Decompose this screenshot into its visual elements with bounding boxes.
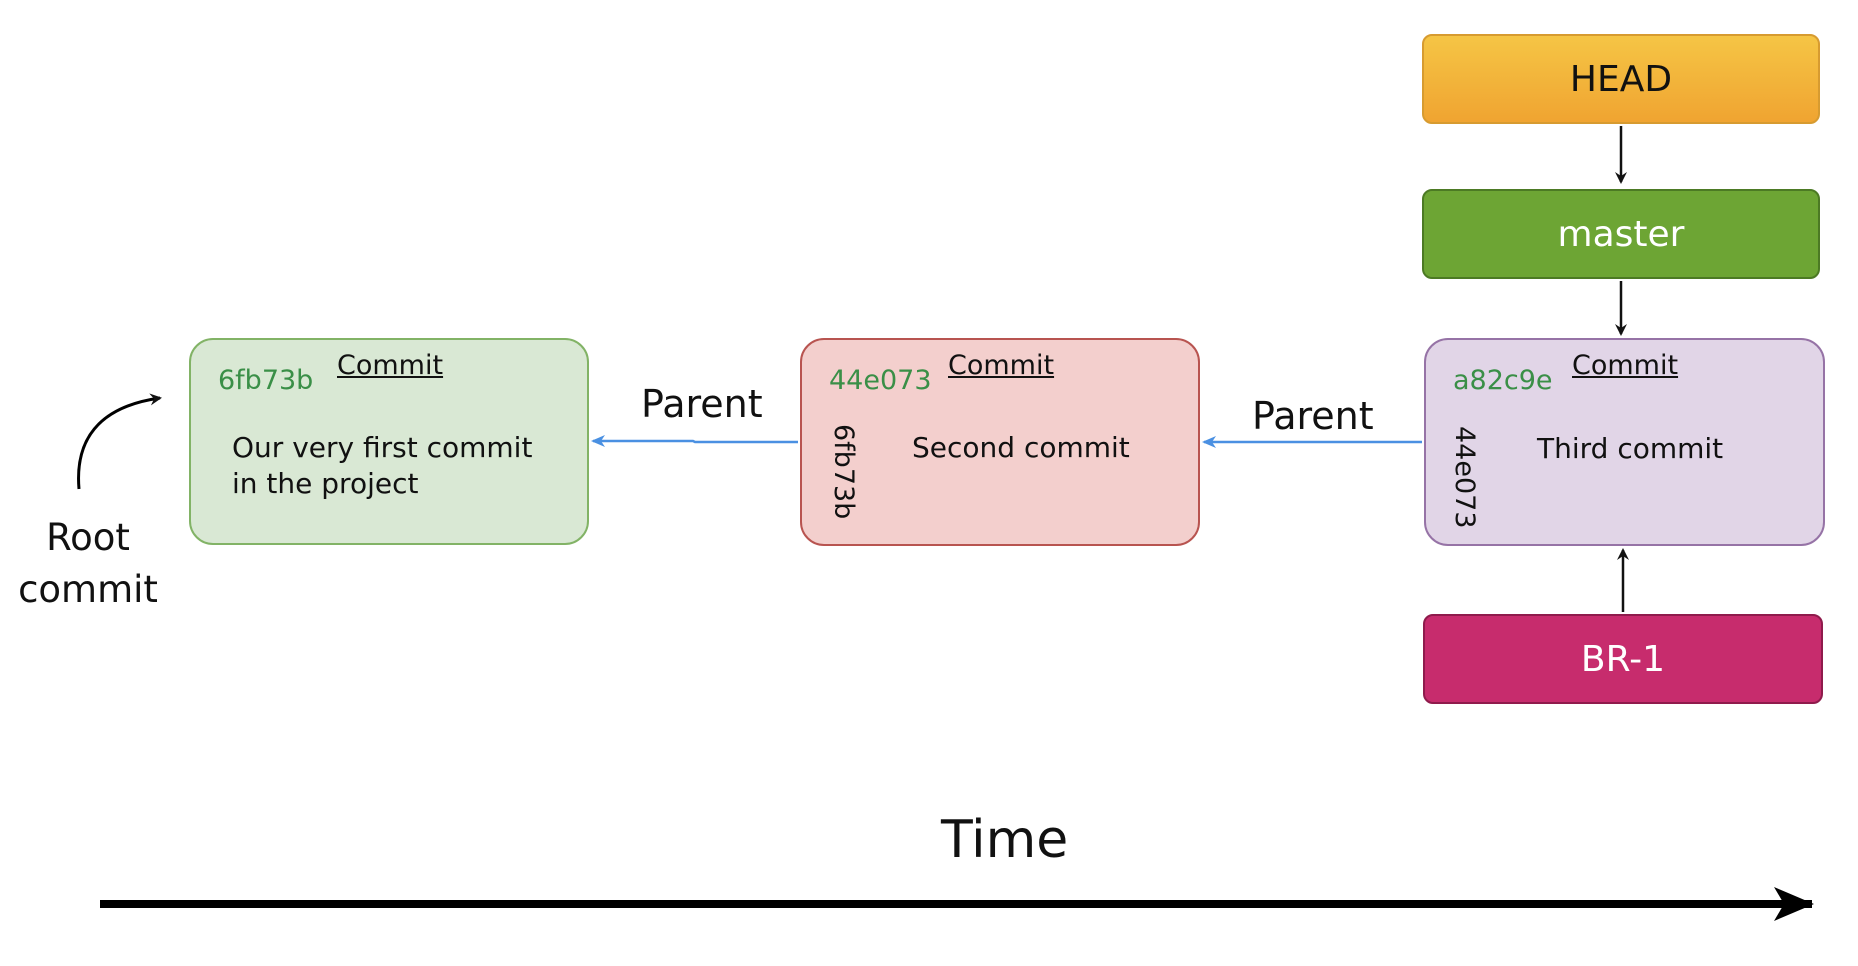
- parent-hash: 44e073: [1449, 426, 1480, 529]
- root-commit-label-line2: commit: [18, 568, 158, 611]
- commit-title: Commit: [1572, 350, 1679, 381]
- head-ref: HEAD: [1422, 34, 1820, 124]
- master-branch: master: [1422, 189, 1820, 279]
- parent-label: Parent: [641, 382, 763, 426]
- root-commit-node: 6fb73b Commit Our very first commit in t…: [189, 338, 589, 545]
- second-commit-node: 44e073 Commit 6fb73b Second commit: [800, 338, 1200, 546]
- commit-message: Second commit: [912, 431, 1130, 464]
- root-commit-label-line1: Root: [46, 516, 130, 559]
- third-commit-node: a82c9e Commit 44e073 Third commit: [1424, 338, 1825, 546]
- head-ref-label: HEAD: [1569, 58, 1673, 100]
- commit-message-line2: in the project: [232, 467, 419, 500]
- parent-hash: 6fb73b: [828, 424, 859, 520]
- master-branch-label: master: [1557, 213, 1685, 255]
- commit-hash: 6fb73b: [218, 365, 314, 396]
- commit-hash: 44e073: [829, 365, 932, 396]
- root-commit-label: Root commit: [18, 512, 158, 616]
- commit-message: Third commit: [1537, 432, 1724, 465]
- parent-arrow-1: [591, 435, 798, 447]
- br1-branch-label: BR-1: [1580, 638, 1666, 680]
- commit-message-line1: Our very first commit: [232, 431, 533, 464]
- commit-hash: a82c9e: [1453, 365, 1553, 396]
- root-commit-arrow: [77, 393, 162, 490]
- commit-title: Commit: [337, 350, 444, 381]
- parent-label: Parent: [1252, 394, 1374, 438]
- commit-message: Our very first commit in the project: [232, 430, 532, 502]
- commit-title: Commit: [948, 350, 1055, 381]
- br1-branch: BR-1: [1423, 614, 1823, 704]
- time-label: Time: [941, 810, 1069, 870]
